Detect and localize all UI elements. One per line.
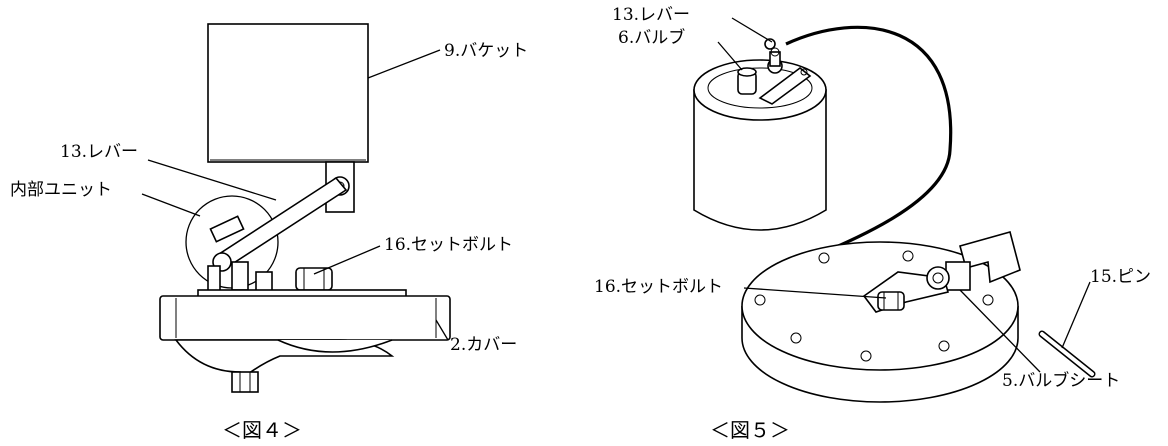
caption-fig4: ＜図４＞ xyxy=(222,418,302,442)
label-set-bolt-fig4: 16.セットボルト xyxy=(384,235,513,255)
label-valve-seat: 5.バルブシート xyxy=(1002,370,1120,391)
leader-valve xyxy=(717,41,743,71)
leader-valve-seat xyxy=(959,289,1041,373)
label-bucket: 9.バケット xyxy=(444,41,528,61)
leader-pin xyxy=(1061,281,1091,349)
label-valve: 6.バルブ xyxy=(618,27,685,48)
pin-drawing xyxy=(1038,330,1096,378)
caption-fig5: ＜図５＞ xyxy=(710,418,790,442)
label-pin: 15.ピン xyxy=(1090,267,1151,287)
label-inner-unit: 内部ユニット xyxy=(10,180,112,200)
inner-unit-drawing-fig5 xyxy=(693,38,827,231)
leader-inner-unit xyxy=(141,193,201,217)
leader-lever-fig4 xyxy=(147,159,277,201)
leader-cover xyxy=(435,319,449,341)
label-lever-fig5: 13.レバー xyxy=(612,5,690,25)
cover-drawing xyxy=(159,289,451,393)
bucket-drawing xyxy=(207,23,369,213)
label-cover: 2.カバー xyxy=(450,335,517,355)
figure-4: 9.バケット 13.レバー 内部ユニット 16.セットボルト 2.カバー ＜図４… xyxy=(10,23,528,442)
leader-set-bolt-fig5 xyxy=(743,287,887,299)
lever-drawing xyxy=(207,176,348,293)
leader-set-bolt-fig4 xyxy=(313,245,381,275)
label-lever-fig4: 13.レバー xyxy=(60,142,138,162)
figure-5: 13.レバー 6.バルブ 16.セットボルト 15.ピン 5.バルブシート ＜図… xyxy=(594,5,1151,442)
label-set-bolt-fig5: 16.セットボルト xyxy=(594,277,723,297)
base-plate-drawing xyxy=(741,231,1021,403)
set-bolt-drawing-fig4 xyxy=(255,267,333,293)
leader-bucket xyxy=(367,49,441,79)
leader-lever-fig5 xyxy=(731,17,773,43)
